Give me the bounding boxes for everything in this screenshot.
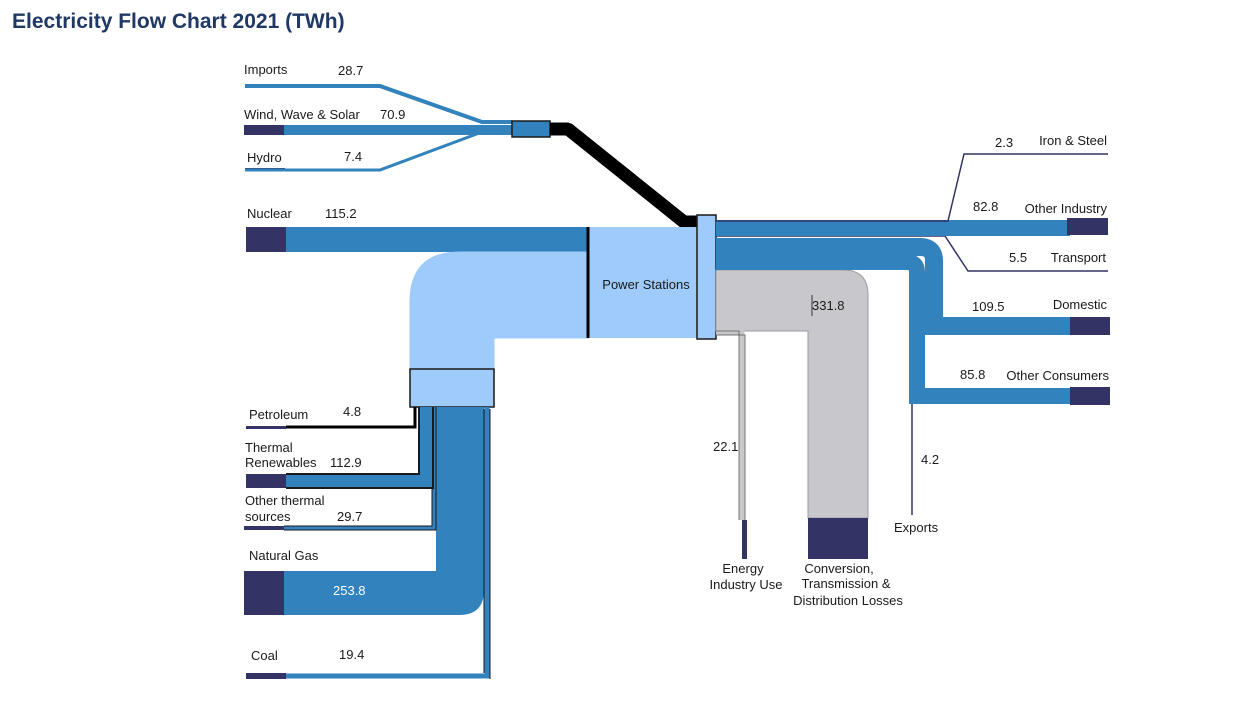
flow-nuclear <box>246 227 588 252</box>
label-thermal-renewables-line2: Renewables <box>245 455 317 470</box>
thermal-junction-box <box>409 368 495 408</box>
flow-natural-gas <box>244 407 484 615</box>
value-natural-gas: 253.8 <box>333 583 366 598</box>
label-petroleum: Petroleum <box>249 407 308 422</box>
label-other-consumers: Other Consumers <box>1006 368 1109 383</box>
value-losses: 331.8 <box>812 298 845 313</box>
label-other-thermal-line1: Other thermal <box>245 493 325 508</box>
label-wind-wave-solar: Wind, Wave & Solar <box>244 107 361 122</box>
source-marker-wind <box>244 125 284 135</box>
value-wind-wave-solar: 70.9 <box>380 107 405 122</box>
source-marker-nuclear <box>246 227 286 252</box>
label-losses-line2: Transmission & <box>801 576 890 591</box>
flow-energy-industry-use <box>716 330 745 520</box>
label-domestic: Domestic <box>1053 297 1108 312</box>
value-imports: 28.7 <box>338 63 363 78</box>
flow-imports <box>245 84 512 124</box>
label-natural-gas: Natural Gas <box>249 548 319 563</box>
flow-renewables-to-power-stations <box>550 122 697 229</box>
label-losses-line1: Conversion, <box>804 561 873 576</box>
label-coal: Coal <box>251 648 278 663</box>
label-nuclear: Nuclear <box>247 206 292 221</box>
flow-hydro <box>245 130 512 172</box>
flow-thermal-renewables <box>246 407 434 489</box>
value-nuclear: 115.2 <box>325 206 357 221</box>
label-hydro: Hydro <box>247 150 282 165</box>
power-stations-node <box>588 227 698 338</box>
value-other-consumers: 85.8 <box>960 367 985 382</box>
label-losses-line3: Distribution Losses <box>793 593 903 608</box>
label-exports: Exports <box>894 520 939 535</box>
renewables-junction <box>511 120 551 138</box>
label-other-thermal-line2: sources <box>245 509 291 524</box>
value-hydro: 7.4 <box>344 149 362 164</box>
label-power-stations: Power Stations <box>602 277 690 292</box>
source-marker-other-thermal <box>244 526 284 530</box>
value-energy-industry-use: 22.1 <box>713 439 738 454</box>
flow-losses <box>715 269 869 519</box>
source-marker-petroleum <box>246 426 286 429</box>
sink-marker-domestic <box>1070 317 1110 335</box>
source-marker-natural-gas <box>244 571 284 615</box>
label-energy-industry-line2: Industry Use <box>710 577 783 592</box>
flow-domestic <box>716 238 1070 335</box>
label-energy-industry-line1: Energy <box>722 561 764 576</box>
value-transport: 5.5 <box>1009 250 1027 265</box>
label-imports: Imports <box>244 62 288 77</box>
value-thermal-renewables: 112.9 <box>330 455 362 470</box>
value-coal: 19.4 <box>339 647 364 662</box>
sink-marker-other-industry <box>1067 218 1108 235</box>
sink-marker-losses <box>808 518 868 559</box>
flow-petroleum <box>246 407 417 429</box>
source-marker-coal <box>246 673 286 679</box>
flow-wind-wave-solar <box>244 125 512 135</box>
label-transport: Transport <box>1051 250 1107 265</box>
sink-marker-other-consumers <box>1070 387 1110 405</box>
flow-iron-steel <box>716 153 1108 222</box>
page-title: Electricity Flow Chart 2021 (TWh) <box>12 10 345 33</box>
flow-other-consumers <box>716 254 1070 404</box>
label-iron-steel: Iron & Steel <box>1039 133 1107 148</box>
value-other-industry: 82.8 <box>973 199 998 214</box>
power-stations-output-box <box>696 214 717 340</box>
label-thermal-renewables-line1: Thermal <box>245 440 293 455</box>
label-other-industry: Other Industry <box>1025 201 1108 216</box>
value-other-thermal: 29.7 <box>337 509 362 524</box>
source-marker-thermal-renewables <box>246 474 286 488</box>
value-iron-steel: 2.3 <box>995 135 1013 150</box>
value-petroleum: 4.8 <box>343 404 361 419</box>
thermal-manifold <box>409 251 589 370</box>
value-exports: 4.2 <box>921 452 939 467</box>
value-domestic: 109.5 <box>972 299 1005 314</box>
sink-marker-energy-industry-use <box>742 520 747 559</box>
flow-coal <box>246 407 491 679</box>
